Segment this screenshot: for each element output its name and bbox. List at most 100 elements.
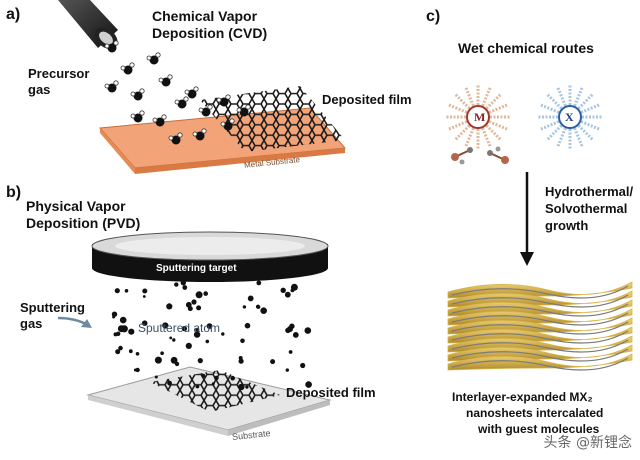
sputtered-atom	[112, 315, 116, 319]
sputtered-atom	[284, 291, 291, 298]
sputtered-atom	[191, 299, 197, 305]
panel-a-letter: a)	[6, 6, 21, 23]
sputtered-atom	[285, 368, 289, 372]
sputtered-atom	[124, 289, 129, 293]
sputtered-atom	[242, 305, 247, 309]
sputtered-atom	[135, 352, 140, 356]
precursor-gas-line1: Precursor	[28, 66, 90, 81]
pvd-deposited-film	[150, 370, 280, 412]
sputtered-atom	[128, 328, 135, 335]
sputtered-atom	[244, 322, 251, 329]
sputtered-atom	[238, 358, 244, 364]
sputtered-atom	[240, 338, 245, 344]
sputtered-atom-label: Sputtered atom	[138, 321, 221, 335]
process-line3: growth	[545, 218, 589, 233]
sputtered-atom	[289, 323, 295, 329]
pvd-sputtered-atoms	[111, 280, 312, 391]
sputtered-atom	[111, 311, 118, 317]
sputtered-atom	[256, 280, 262, 286]
product-line2: nanosheets intercalated	[466, 406, 604, 420]
sputtered-atom	[197, 358, 203, 364]
sputtered-atom	[135, 367, 140, 373]
sputtered-atom	[167, 380, 173, 386]
sputtered-atom	[245, 385, 249, 389]
sputtered-atom	[260, 307, 268, 315]
sputtering-gas-arrowhead	[81, 319, 92, 328]
sputtered-atom	[221, 332, 225, 336]
process-line1: Hydrothermal/	[545, 184, 634, 199]
sputtered-atom	[203, 291, 208, 296]
precursor-molecule	[152, 114, 167, 127]
sputtered-atom	[141, 320, 148, 327]
sputtered-atom	[288, 350, 293, 354]
precursor-molecule	[192, 128, 207, 141]
sputtered-atom	[214, 375, 219, 381]
sputtered-atom	[196, 305, 202, 311]
precursor-molecule	[158, 74, 173, 87]
cvd-precursor-molecules	[104, 40, 251, 145]
sputtered-atom	[116, 331, 121, 336]
cvd-deposited-film-label: Deposited film	[322, 92, 412, 107]
sputtered-atom	[114, 288, 120, 294]
precursor-molecule	[104, 80, 119, 93]
sputtered-atom	[238, 356, 243, 360]
precursor-molecule	[216, 94, 231, 107]
sputtered-atom	[154, 375, 158, 379]
panel-c-letter: c)	[426, 8, 441, 25]
chalcogen-symbol: X	[565, 110, 574, 124]
sputtering-gas-line2: gas	[20, 316, 43, 331]
sputtered-atom	[280, 287, 286, 293]
pvd-title-line1: Physical Vapor	[26, 198, 126, 214]
sputtered-atom	[182, 285, 188, 290]
sputtered-atom	[180, 280, 186, 286]
sputtering-gas-line1: Sputtering	[20, 300, 85, 315]
precursor-gas-line2: gas	[28, 82, 51, 97]
sputtered-atom	[193, 331, 201, 338]
sputtered-atom	[195, 384, 200, 389]
sputtered-atom	[187, 306, 193, 312]
sputtered-atom	[247, 295, 254, 302]
small-precursor-molecules	[451, 146, 509, 165]
sputtered-atom	[304, 327, 312, 334]
metal-precursor	[446, 85, 510, 149]
precursor-molecule	[198, 104, 213, 117]
sputtered-atom	[119, 316, 127, 324]
sputtered-atom	[195, 291, 203, 299]
sputtered-atom	[154, 356, 162, 364]
sputtered-atom	[238, 383, 245, 391]
cvd-title-line1: Chemical Vapor	[152, 8, 258, 24]
sputtered-atom	[205, 339, 210, 344]
precursor-molecule	[120, 62, 135, 75]
precursor-molecule	[168, 132, 183, 145]
precursor-molecule	[104, 40, 119, 53]
sputtered-atom	[211, 382, 215, 386]
sputtered-atom	[305, 381, 312, 388]
cvd-deposited-film	[200, 86, 345, 152]
sputtered-atom	[270, 359, 276, 365]
panel-b-letter: b)	[6, 184, 22, 201]
watermark: 头条 @新锂念	[543, 435, 632, 451]
process-line2: Solvothermal	[545, 201, 628, 216]
pvd-sputtering-target	[91, 231, 329, 282]
cvd-nozzle	[58, 0, 118, 49]
cvd-title-line2: Deposition (CVD)	[152, 25, 268, 41]
sputtered-atom	[128, 349, 133, 354]
precursor-molecule	[130, 88, 145, 101]
sputtered-atom	[160, 351, 164, 356]
precursor-molecule	[184, 86, 199, 99]
wet-chemical-title: Wet chemical routes	[458, 40, 594, 56]
sputtered-atom	[118, 345, 123, 351]
sputtered-atom	[174, 282, 179, 287]
sputtered-atom	[181, 326, 187, 332]
product-line1: Interlayer-expanded MX₂	[452, 390, 593, 404]
precursor-molecule	[236, 104, 251, 117]
sputtered-atom	[290, 288, 295, 293]
sputtered-atom	[117, 325, 125, 333]
precursor-molecule	[174, 96, 189, 109]
precursor-molecule	[220, 118, 235, 131]
precursor-molecule	[146, 52, 161, 65]
sputtered-atom	[300, 362, 306, 369]
sputtered-atom	[185, 342, 192, 349]
arrow-down-icon	[520, 252, 534, 266]
sputtered-atom	[162, 322, 169, 329]
